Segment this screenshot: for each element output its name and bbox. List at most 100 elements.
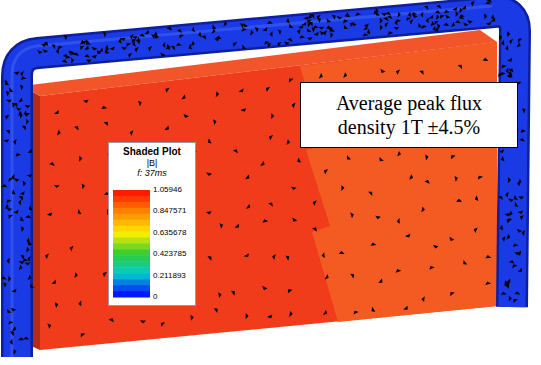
field-arrow	[510, 199, 513, 201]
field-arrow	[129, 54, 131, 57]
field-arrow	[365, 27, 367, 29]
field-arrow	[502, 292, 505, 294]
field-arrow	[287, 141, 289, 144]
field-arrow	[247, 176, 249, 179]
field-arrow	[314, 26, 317, 28]
field-arrow	[380, 280, 382, 282]
field-arrow	[376, 13, 378, 15]
field-arrow	[451, 293, 453, 295]
field-arrow	[24, 259, 27, 261]
scale-value: 0.211893	[153, 272, 186, 280]
field-arrow	[6, 205, 8, 208]
field-arrow	[146, 31, 148, 33]
field-arrow	[513, 265, 516, 267]
field-arrow	[487, 23, 490, 25]
field-arrow	[436, 11, 439, 13]
field-arrow	[269, 316, 272, 318]
field-arrow	[217, 93, 219, 96]
field-arrow	[133, 43, 135, 46]
field-arrow	[208, 173, 211, 175]
color-band	[113, 226, 150, 232]
field-arrow	[351, 274, 353, 277]
field-arrow	[24, 182, 26, 185]
field-arrow	[75, 53, 78, 55]
field-arrow	[356, 13, 359, 15]
field-arrow	[209, 257, 211, 259]
field-arrow	[290, 79, 292, 81]
field-arrow	[456, 12, 457, 15]
field-arrow	[500, 150, 503, 152]
field-arrow	[65, 36, 67, 39]
field-arrow	[12, 309, 15, 311]
field-arrow	[331, 29, 334, 31]
field-arrow	[172, 46, 174, 48]
field-arrow	[216, 39, 219, 41]
color-band	[113, 202, 150, 208]
field-arrow	[290, 312, 292, 315]
field-arrow	[272, 115, 274, 118]
field-arrow	[12, 176, 14, 179]
field-arrow	[28, 257, 30, 260]
field-arrow	[509, 59, 512, 61]
field-arrow	[5, 140, 8, 142]
field-arrow	[28, 175, 31, 177]
field-arrow	[433, 27, 435, 30]
field-arrow	[455, 177, 457, 180]
field-arrow	[500, 36, 502, 39]
field-arrow	[21, 218, 23, 221]
field-arrow	[85, 100, 88, 102]
field-arrow	[268, 22, 271, 24]
field-arrow	[287, 19, 289, 22]
color-band	[113, 238, 150, 244]
field-arrow	[152, 35, 154, 38]
scale-value: 1.05946	[153, 186, 182, 194]
field-arrow	[203, 36, 206, 38]
field-arrow	[244, 24, 247, 26]
field-arrow	[273, 255, 275, 258]
field-arrow	[300, 26, 303, 28]
color-band	[113, 249, 150, 255]
field-arrow	[25, 337, 28, 339]
field-arrow	[454, 8, 457, 10]
field-arrow	[518, 182, 520, 185]
field-arrow	[213, 26, 215, 28]
field-arrow	[31, 285, 33, 287]
field-arrow	[320, 27, 323, 29]
scale-value: 0.847571	[153, 207, 186, 215]
field-arrow	[45, 43, 47, 45]
field-arrow	[487, 256, 490, 258]
field-arrow	[58, 131, 60, 134]
field-arrow	[521, 130, 524, 132]
field-arrow	[354, 312, 357, 314]
field-arrow	[86, 55, 89, 57]
field-arrow	[348, 157, 350, 159]
field-arrow	[23, 126, 25, 128]
field-arrow	[243, 46, 245, 48]
field-arrow	[111, 48, 114, 50]
field-arrow	[324, 31, 326, 34]
field-arrow	[346, 14, 349, 16]
core-plate	[22, 30, 497, 350]
legend-text: |B|	[111, 158, 193, 168]
field-arrow	[4, 283, 6, 286]
field-arrow	[27, 248, 29, 251]
field-arrow	[14, 350, 16, 353]
field-arrow	[322, 254, 324, 257]
field-arrow	[13, 290, 16, 292]
field-arrow	[397, 20, 400, 22]
field-arrow	[342, 186, 344, 189]
field-arrow	[27, 120, 29, 123]
field-arrow	[26, 106, 29, 107]
field-arrow	[70, 247, 72, 250]
field-arrow	[22, 227, 24, 230]
field-arrow	[434, 246, 437, 248]
field-arrow	[303, 23, 305, 25]
field-arrow	[29, 276, 31, 279]
field-arrow	[506, 214, 509, 216]
color-band	[113, 208, 150, 214]
field-arrow	[208, 140, 210, 143]
field-arrow	[364, 34, 367, 36]
field-arrow	[320, 75, 322, 78]
field-arrow	[422, 208, 424, 211]
